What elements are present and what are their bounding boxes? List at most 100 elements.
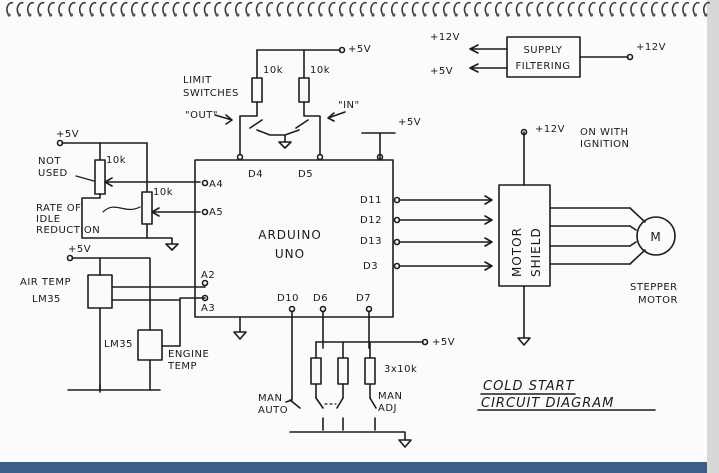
spiral-hole (402, 13, 406, 17)
supply-output-12v: +12V (430, 32, 460, 43)
limit-out-label: "OUT" (185, 110, 218, 121)
spiral-hole (537, 13, 542, 17)
spiral-ring (380, 1, 388, 15)
spiral-ring (370, 1, 378, 15)
spiral-hole (673, 13, 677, 17)
limit-switch-circuit (214, 46, 346, 161)
page-edge-bottom (0, 462, 719, 473)
spiral-hole (423, 13, 427, 17)
spiral-ring (463, 1, 471, 15)
spiral-ring (68, 1, 76, 15)
spiral-hole (17, 13, 21, 17)
spiral-hole (433, 13, 437, 17)
temperature-sensors (66, 254, 206, 393)
spiral-ring (78, 1, 87, 15)
spiral-ring (422, 1, 430, 15)
not-used-label-1: NOT (38, 156, 61, 167)
supply-input-voltage: +12V (636, 42, 666, 53)
pin-d13: D13 (360, 236, 382, 247)
spiral-ring (515, 1, 523, 15)
spiral-hole (361, 13, 365, 17)
spiral-hole (392, 13, 396, 17)
spiral-hole (267, 13, 271, 17)
spiral-hole (153, 13, 157, 17)
not-used-label-2: USED (38, 168, 68, 179)
spiral-hole (132, 13, 136, 17)
spiral-hole (340, 13, 344, 17)
spiral-hole (621, 13, 625, 17)
spiral-ring (640, 1, 648, 15)
spiral-ring (130, 1, 139, 15)
spiral-ring (671, 1, 679, 15)
spiral-ring (474, 1, 482, 15)
spiral-ring (182, 1, 191, 15)
motor-shield-label-2: SHIELD (529, 227, 543, 277)
spiral-hole (589, 13, 594, 17)
man-auto-label-2: AUTO (258, 405, 288, 416)
spiral-ring (214, 1, 222, 15)
spiral-hole (350, 13, 354, 17)
spiral-ring (6, 1, 14, 15)
spiral-hole (517, 13, 521, 17)
spiral-hole (579, 13, 583, 17)
supply-output-5v: +5V (430, 66, 453, 77)
spiral-ring (702, 1, 711, 15)
spiral-hole (319, 13, 323, 17)
motor-symbol-label: M (650, 230, 661, 244)
spiral-hole (142, 13, 146, 17)
limit-switches-label-2: SWITCHES (183, 88, 239, 99)
spiral-ring (110, 1, 118, 15)
spiral-ring (26, 1, 35, 15)
spiral-ring (266, 1, 274, 15)
pin-d5: D5 (298, 169, 313, 180)
pin-d4: D4 (248, 169, 263, 180)
spiral-ring (16, 1, 24, 15)
spiral-ring (650, 1, 659, 15)
spiral-hole (610, 13, 614, 17)
spiral-ring (224, 1, 232, 15)
spiral-ring (245, 1, 253, 15)
spiral-binding (6, 1, 711, 17)
spiral-ring (172, 1, 180, 15)
spiral-hole (558, 13, 562, 17)
engine-temp-label-1: ENGINE (168, 349, 209, 360)
pin-a5: A5 (209, 207, 223, 218)
spiral-ring (494, 1, 503, 15)
filtering-label: FILTERING (516, 61, 571, 72)
spiral-ring (286, 1, 295, 15)
spiral-hole (38, 13, 42, 17)
top-supply-label: +5V (348, 44, 371, 55)
idle-label-1: RATE OF (36, 203, 81, 214)
spiral-ring (692, 1, 700, 15)
pin-d10: D10 (277, 293, 299, 304)
spiral-hole (288, 13, 292, 17)
spiral-hole (683, 13, 687, 17)
limit-in-label: "IN" (338, 100, 360, 111)
spiral-hole (485, 13, 489, 17)
pot2-value: 10k (153, 187, 173, 198)
idle-label-3: REDUCTION (36, 225, 100, 236)
potentiometer-circuit (56, 139, 201, 251)
spiral-hole (465, 13, 469, 17)
pin-d11: D11 (360, 195, 382, 206)
spiral-hole (413, 13, 417, 17)
spiral-ring (276, 1, 284, 15)
pin-a2: A2 (201, 270, 215, 281)
spiral-hole (475, 13, 479, 17)
spiral-hole (381, 13, 385, 17)
spiral-ring (328, 1, 336, 15)
spiral-ring (162, 1, 170, 15)
spiral-hole (444, 13, 448, 17)
pin-d7: D7 (356, 293, 371, 304)
spiral-hole (59, 13, 63, 17)
arduino-uno-block (194, 132, 396, 340)
pot1-value: 10k (106, 155, 126, 166)
spiral-hole (309, 13, 313, 17)
air-temp-label: AIR TEMP (20, 277, 71, 288)
spiral-hole (548, 13, 552, 17)
spiral-ring (682, 1, 690, 15)
spiral-hole (371, 13, 375, 17)
ignition-label-2: IGNITION (580, 139, 630, 150)
spiral-ring (99, 1, 107, 15)
